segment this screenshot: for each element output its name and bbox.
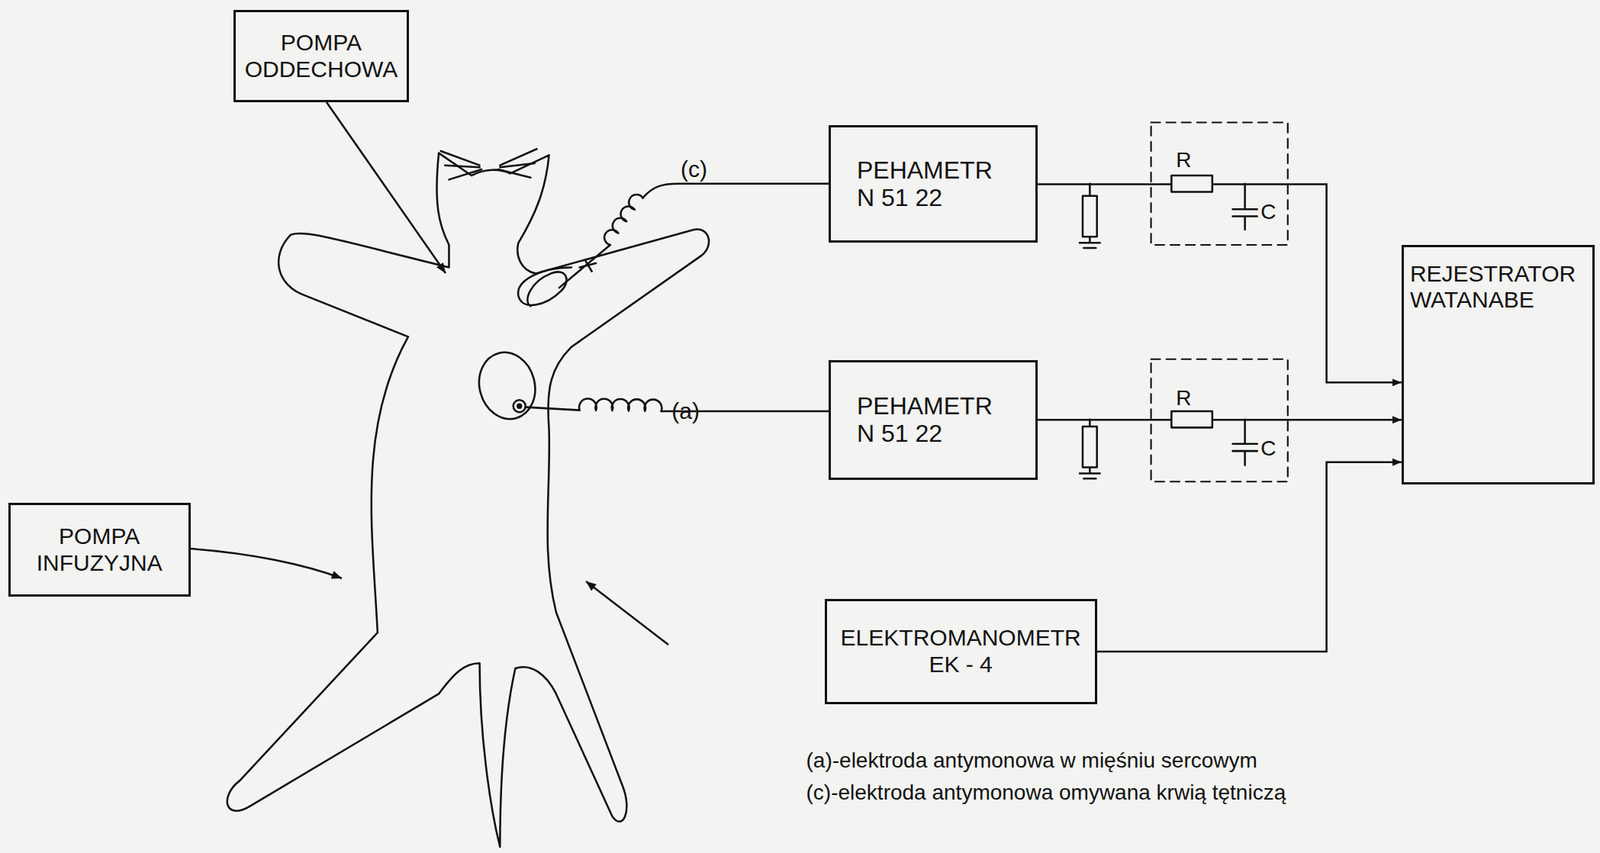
electrode-tag: (a): [671, 397, 700, 423]
electrode-a: [513, 399, 526, 413]
coil-c: [604, 194, 643, 245]
signal-wire: [1097, 462, 1402, 652]
ground-resistor-bottom: [1079, 419, 1101, 480]
resistor-label: R: [1175, 148, 1192, 173]
capacitor-label: C: [1260, 200, 1276, 225]
signal-wire: [1037, 418, 1402, 422]
wire-c: [559, 183, 829, 288]
heart-outline: [471, 346, 543, 426]
device-box: POMPA INFUZYJNA: [8, 502, 191, 597]
device-name: PEHAMETR N 51 22: [856, 392, 1002, 449]
pump-oddechowa-leader: [326, 102, 446, 274]
device-name: POMPA ODDECHOWA: [241, 29, 400, 83]
note: (a)-elektroda antymonowa w mięśniu serco…: [806, 749, 1258, 773]
resistor-label: R: [1175, 386, 1192, 410]
coil-a: [579, 399, 662, 412]
signal-wire: [1037, 183, 1402, 383]
ground-resistor-top: [1079, 183, 1101, 248]
electrode-a-tip: [517, 404, 522, 409]
manometr-leader: [585, 581, 669, 645]
device-box: REJESTRATOR WATANABE: [1401, 244, 1595, 485]
rc-filter-top: [1151, 122, 1288, 245]
device-name: PEHAMETR N 51 22: [856, 156, 1002, 213]
electrode-tag: (c): [680, 155, 708, 181]
device-box: ELEKTROMANOMETR EK - 4: [824, 598, 1098, 705]
device-box: POMPA ODDECHOWA: [233, 9, 409, 102]
rc-filter-bottom: [1151, 359, 1288, 482]
device-name: ELEKTROMANOMETR EK - 4: [834, 624, 1087, 678]
whiskers: [441, 148, 538, 180]
device-box: PEHAMETR N 51 22: [828, 360, 1038, 480]
note: (c)-elektroda antymonowa omywana krwią t…: [806, 781, 1287, 805]
device-box: PEHAMETR N 51 22: [828, 125, 1038, 243]
device-name: POMPA INFUZYJNA: [16, 523, 183, 577]
device-name: REJESTRATOR WATANABE: [1410, 260, 1587, 314]
pump-infuzyjna-leader: [189, 548, 342, 579]
artery-loop: [518, 267, 572, 306]
capacitor-label: C: [1260, 437, 1276, 461]
cat-outline: [227, 153, 709, 847]
